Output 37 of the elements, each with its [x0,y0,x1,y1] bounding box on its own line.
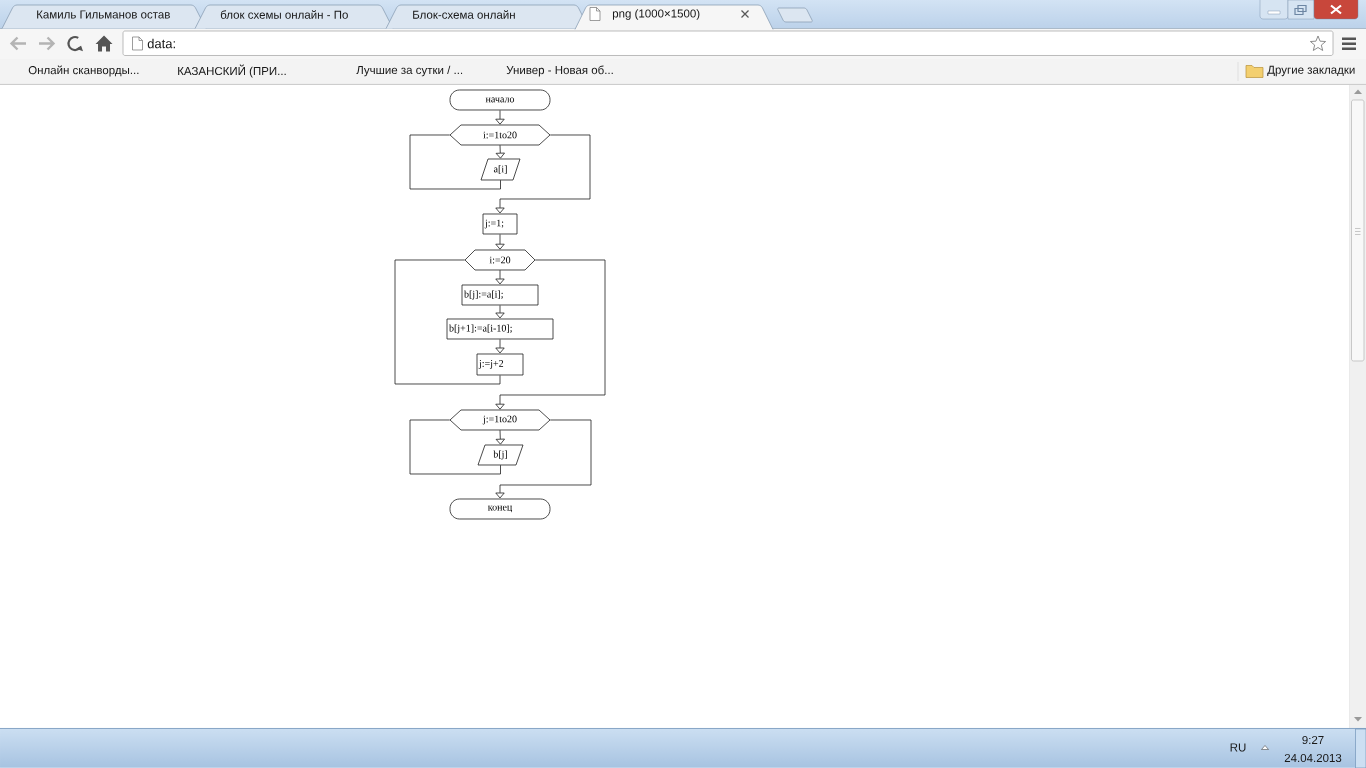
browser-tab: Блок-схема онлайн [385,4,590,29]
loop-hexagon: i:=1to20 [449,124,551,146]
bookmark-link: КАЗАНСКИЙ (ПРИ... [178,64,286,78]
arrow [495,144,505,159]
io-parallelogram: b[j] [477,444,524,466]
bookmark-link: Лучшие за сутки / ... [356,65,463,77]
language-indicator: RU [1230,743,1246,752]
bookmark-link: Другие закладки [1267,65,1355,77]
process-box: j:=j+2 [476,353,524,376]
arrow [495,339,505,354]
process-box: j:=1; [482,213,518,235]
bookmark-link: Онлайн сканворды... [28,65,139,77]
arrow [495,110,505,125]
arrow [495,134,591,214]
clock-date: 24.04.2013 [1284,753,1342,763]
browser-tab: Камиль Гильманов остав [1,4,207,29]
loop-hexagon: i:=20 [464,249,536,271]
connector-line [409,419,501,475]
terminal-box: начало [449,89,551,111]
loop-hexagon: j:=1to20 [449,409,551,431]
arrow [495,419,592,499]
terminal-box: конец [449,498,551,520]
browser-tab: png (1000×1500) [574,4,774,30]
browser-tab: блок схемы онлайн - По [194,4,394,29]
arrow [495,305,505,319]
bookmark-link: Универ - Новая об... [506,65,613,77]
arrow [495,259,606,410]
io-parallelogram: a[i] [480,158,521,181]
address-field: data: [122,30,1334,56]
process-box: b[j+1]:=a[i-10]; [446,318,554,340]
clock-time: 9:27 [1302,735,1324,745]
arrow [495,429,505,445]
arrow [495,269,505,285]
connector-line [394,259,501,385]
arrow [495,234,505,250]
connector-line [409,134,501,190]
process-box: b[j]:=a[i]; [461,284,539,306]
